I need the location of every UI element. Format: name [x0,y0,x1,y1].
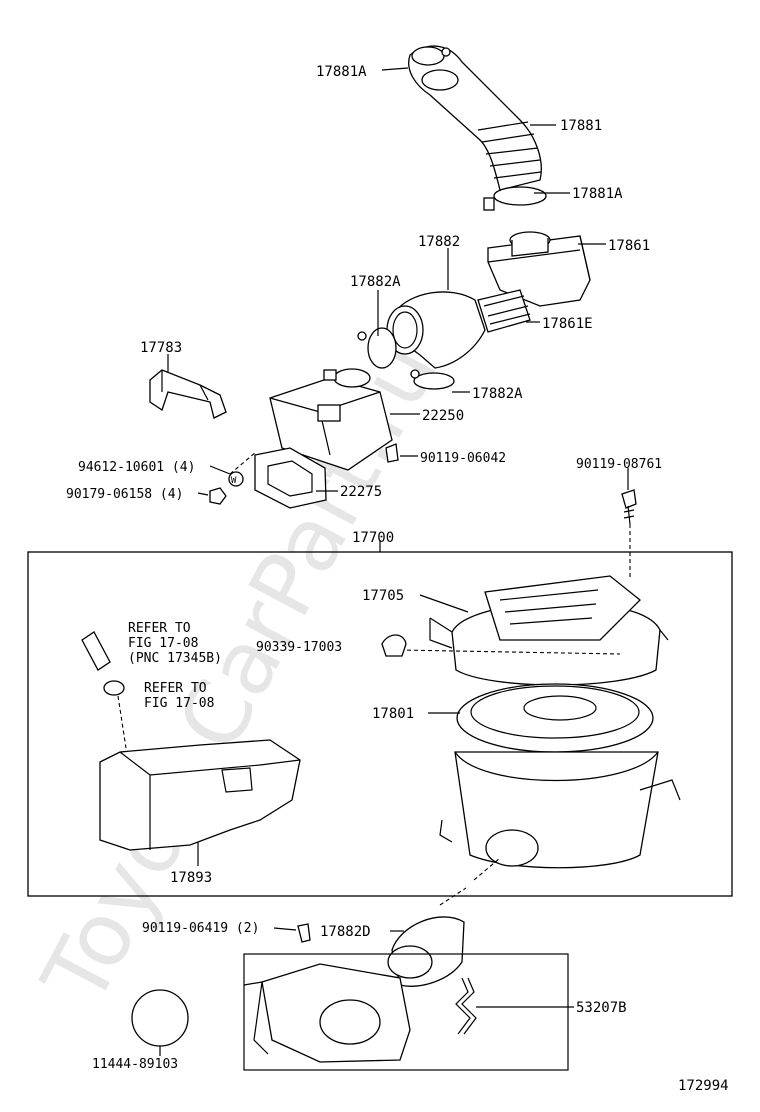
svg-text:W: W [231,476,237,486]
refer-2-line1: REFER TO [144,681,207,696]
label-17881A-bottom: 17881A [572,186,623,202]
plug-90339 [381,634,407,657]
bracket-17783 [149,369,227,419]
refer-2-line2: FIG 17-08 [144,696,214,711]
bolt-90119-06042 [385,443,399,463]
label-17783: 17783 [140,340,182,356]
refer-1-line2: FIG 17-08 [128,636,198,651]
label-17882A-left: 17882A [350,274,401,290]
refer-1-line3: (PNC 17345B) [128,651,222,666]
filter-element-17801 [456,683,654,753]
intake-17861 [487,231,591,307]
resonator-17893 [99,739,301,851]
hose-17882D [387,916,465,987]
hose-17861E [477,289,531,333]
refer-1-line1: REFER TO [128,621,191,636]
label-90339: 90339-17003 [256,640,342,655]
figure-number: 172994 [678,1078,729,1094]
label-17705: 17705 [362,588,404,604]
label-22275: 22275 [340,484,382,500]
label-17893: 17893 [170,870,212,886]
cap-11444 [131,989,189,1047]
air-cleaner-cap-17705 [429,575,669,686]
clip-refer [103,680,125,696]
label-17882A-right: 17882A [472,386,523,402]
label-90119-06042: 90119-06042 [420,451,506,466]
pipe-refer-17345B [81,631,111,671]
hose-17881 [408,45,542,191]
nut-90179 [209,487,227,505]
label-90119-08761: 90119-08761 [576,457,662,472]
label-90179: 90179-06158 (4) [66,487,183,502]
bracket-lower [243,963,411,1063]
watermark: ToyotaCarPart.ru [22,325,457,1021]
clamp-17882A-right [410,369,455,390]
label-17881: 17881 [560,118,602,134]
label-17861: 17861 [608,238,650,254]
air-cleaner-case [439,751,681,869]
clamp-17881A-bottom [483,186,547,211]
label-17801: 17801 [372,706,414,722]
label-53207B: 53207B [576,1000,627,1016]
leader-lines [159,67,629,1056]
bolt-90119-08761 [621,489,637,525]
gasket-22275 [254,447,327,509]
label-17861E: 17861E [542,316,593,332]
bolt-90119-06419 [297,923,311,943]
clamp-17881A-top [411,46,451,66]
label-17882D: 17882D [320,924,371,940]
washer-94612: W [228,471,244,487]
label-11444: 11444-89103 [92,1057,178,1072]
clip-53207B [455,977,477,1035]
label-94612: 94612-10601 (4) [78,460,195,475]
dashed-leaders [117,451,631,906]
label-90119-06419: 90119-06419 (2) [142,921,259,936]
label-17882: 17882 [418,234,460,250]
label-17700: 17700 [352,530,394,546]
air-flow-meter-22250 [269,368,393,471]
clamp-17882A-left [357,327,397,369]
bottom-group-box [243,953,569,1071]
label-22250: 22250 [422,408,464,424]
label-17881A-top: 17881A [316,64,367,80]
